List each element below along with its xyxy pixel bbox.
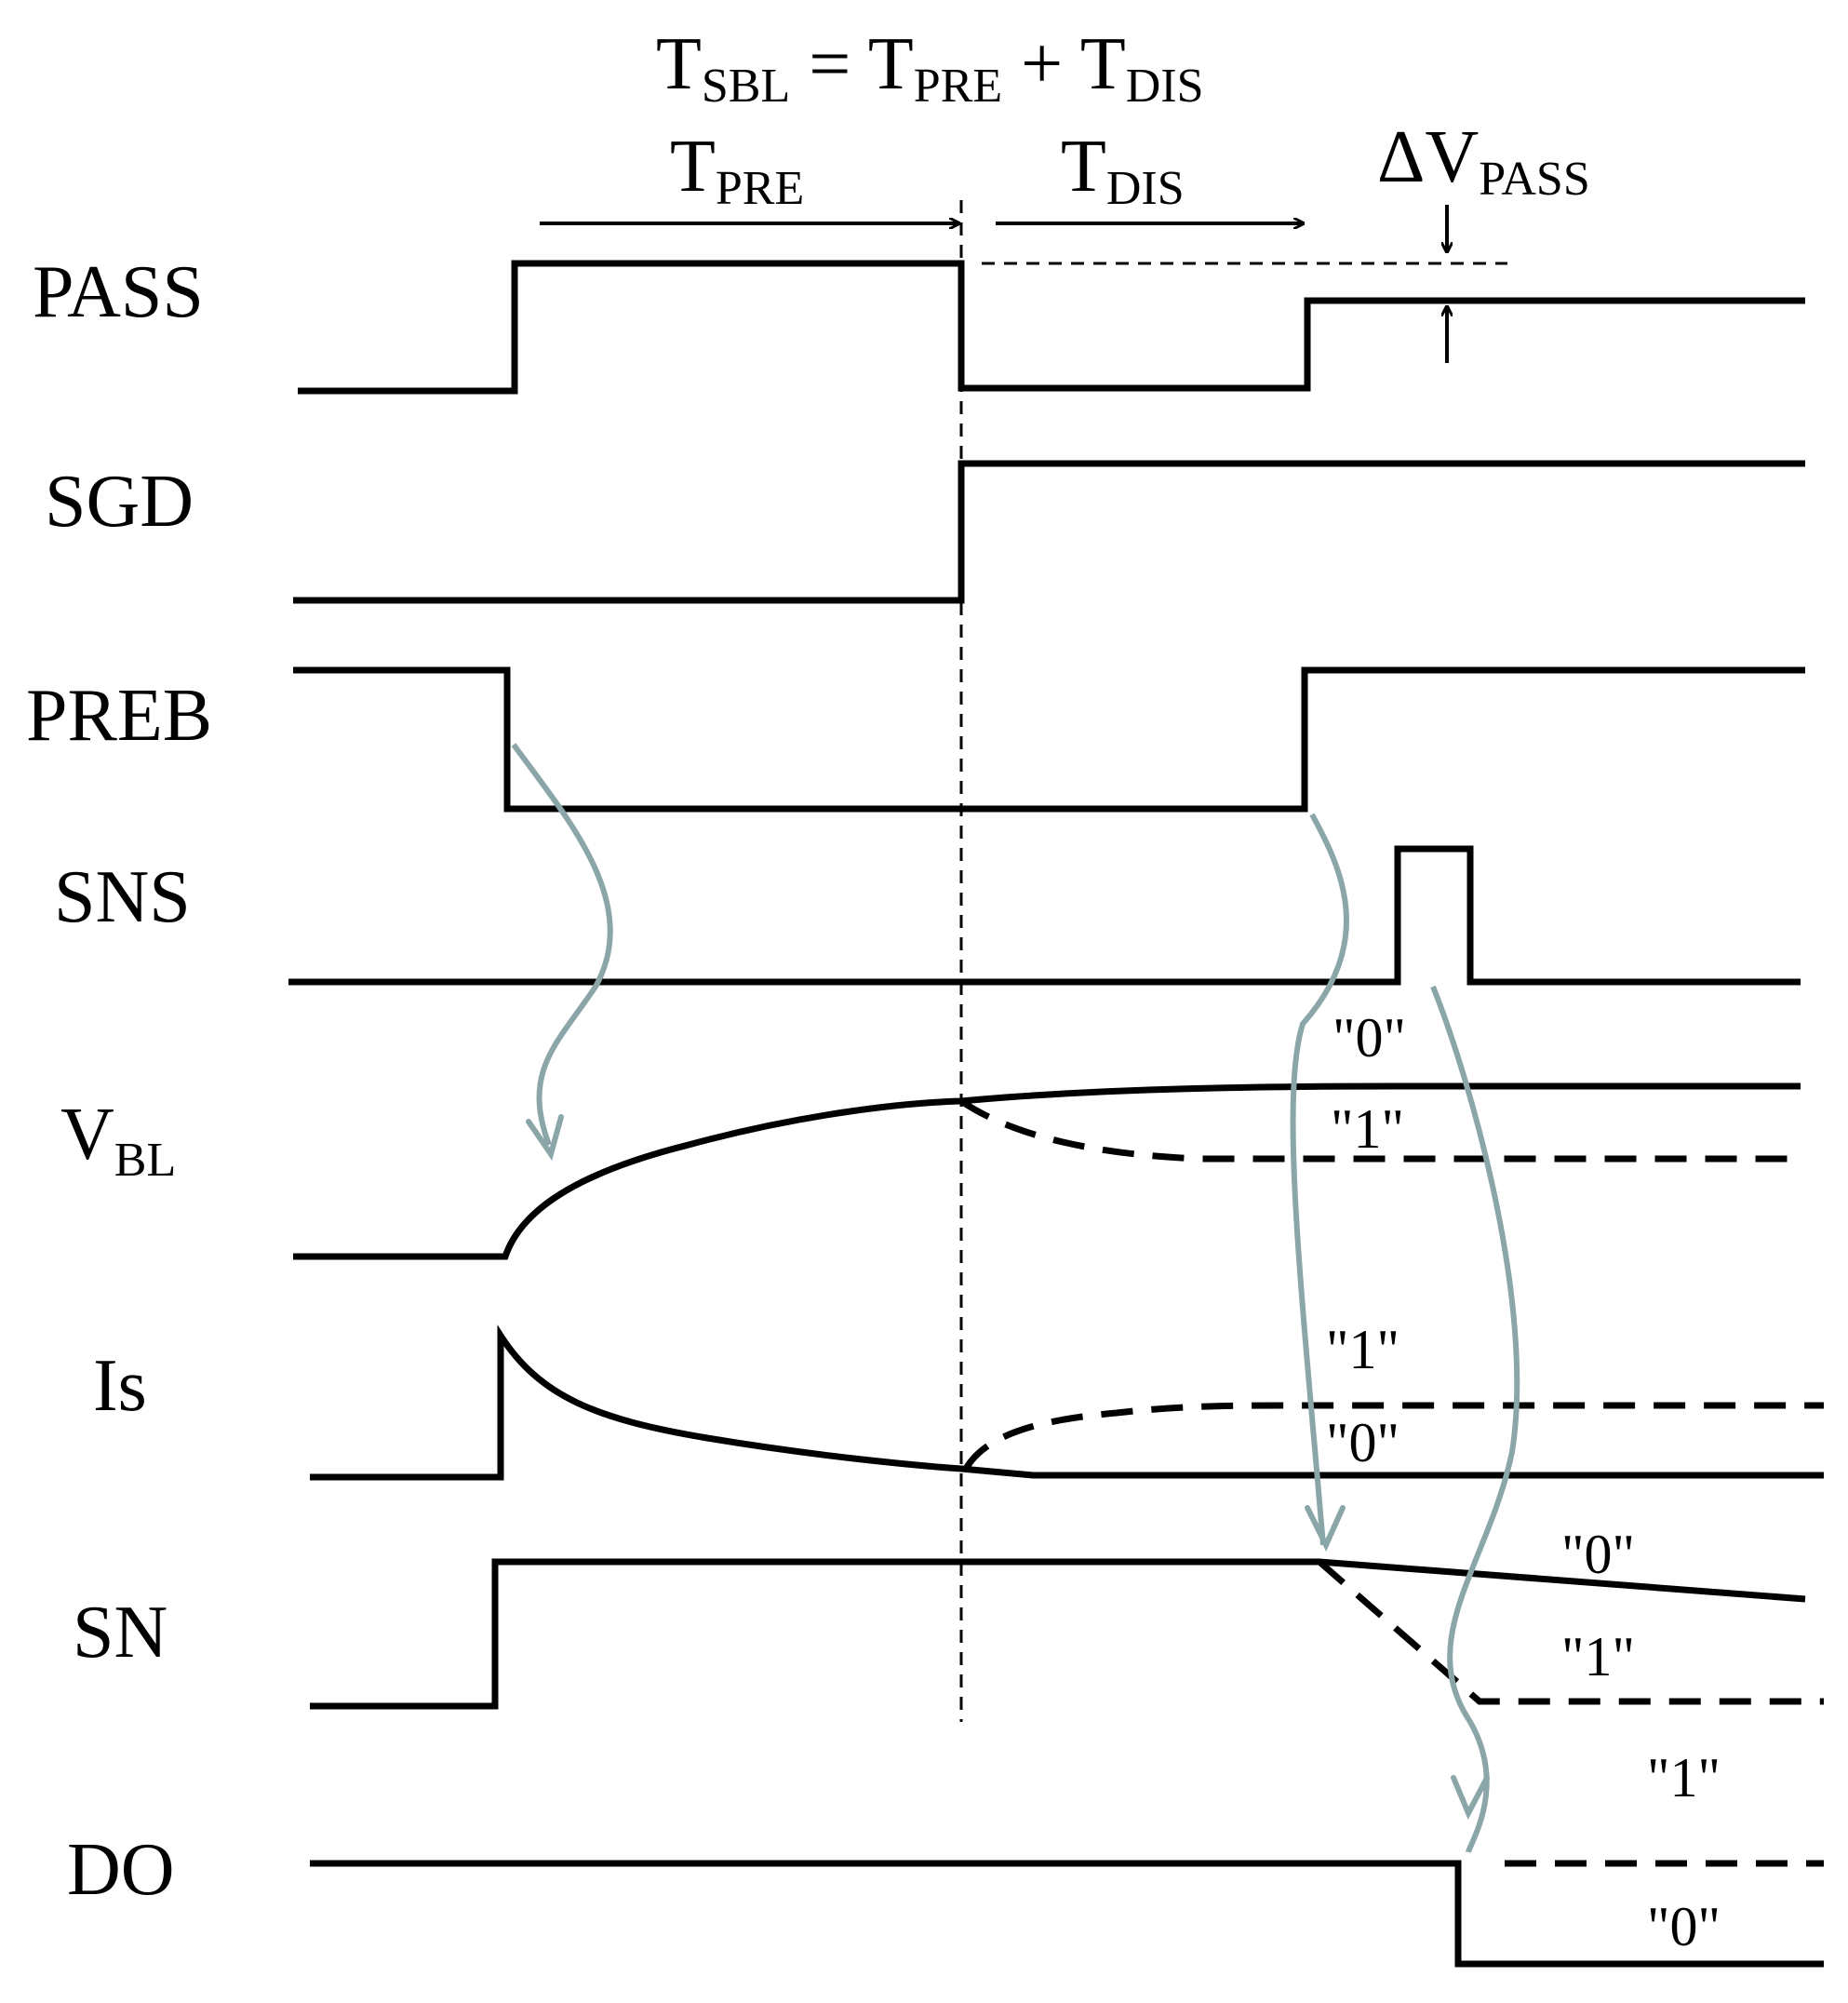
do-zero-annotation: "0" xyxy=(1647,1896,1721,1957)
label-pass: PASS xyxy=(33,251,204,333)
tdis-label: TDIS xyxy=(1061,126,1185,215)
sn-waveform-zero xyxy=(310,1558,1806,1710)
do-one-annotation: "1" xyxy=(1647,1747,1721,1808)
sns-waveform xyxy=(288,845,1801,986)
vbl-main: V xyxy=(60,1094,114,1176)
eq-t3: T xyxy=(1080,23,1126,105)
causal-arrowhead-sn xyxy=(1305,1505,1346,1552)
tpre-main: T xyxy=(670,126,716,208)
vbl-sub: BL xyxy=(114,1134,176,1187)
sn-waveform-one xyxy=(1317,1559,1824,1705)
label-preb: PREB xyxy=(26,675,212,757)
pass-waveform xyxy=(298,260,1805,395)
eq-t2: T xyxy=(868,23,914,105)
is-one-annotation: "1" xyxy=(1326,1319,1399,1380)
causal-arrow-preb-to-sn xyxy=(1290,813,1349,1546)
dvpass-main: ΔV xyxy=(1377,116,1479,198)
tsbl-equation: TSBL = TPRE + TDIS xyxy=(656,23,1204,113)
sn-one-annotation: "1" xyxy=(1561,1626,1635,1687)
do-waveform-zero xyxy=(310,1860,1824,1968)
dvpass-sub: PASS xyxy=(1479,153,1590,206)
preb-waveform xyxy=(293,666,1805,813)
eq-s3: DIS xyxy=(1126,60,1204,113)
label-sgd: SGD xyxy=(45,461,194,543)
sgd-waveform xyxy=(293,460,1805,604)
label-is: Is xyxy=(93,1345,147,1427)
vbl-waveform-zero xyxy=(293,1082,1801,1260)
sn-zero-annotation: "0" xyxy=(1561,1524,1635,1585)
eq-s2: PRE xyxy=(914,60,1002,113)
label-sns: SNS xyxy=(54,856,191,938)
label-vbl: VBL xyxy=(60,1094,176,1187)
causal-arrow-preb-to-vbl xyxy=(511,743,613,1147)
tpre-sub: PRE xyxy=(716,162,804,215)
vbl-zero-annotation: "0" xyxy=(1332,1007,1406,1069)
eq-s1: SBL xyxy=(702,60,790,113)
eq-plus: + xyxy=(1002,23,1080,105)
dvpass-label: ΔVPASS xyxy=(1377,116,1590,206)
causal-arrow-sns-to-do xyxy=(1430,985,1520,1853)
label-sn: SN xyxy=(73,1592,167,1674)
eq-t1: T xyxy=(656,23,702,105)
label-do: DO xyxy=(67,1829,175,1911)
causal-arrowhead-do xyxy=(1451,1775,1490,1821)
tdis-sub: DIS xyxy=(1106,162,1185,215)
vbl-waveform-one xyxy=(959,1098,1801,1163)
tpre-label: TPRE xyxy=(670,126,804,215)
eq-eq: = xyxy=(790,23,868,105)
is-waveform-zero xyxy=(310,1324,1824,1481)
is-waveform-one xyxy=(962,1402,1824,1471)
is-zero-annotation: "0" xyxy=(1326,1412,1399,1473)
causal-arrowhead-vbl xyxy=(526,1114,564,1162)
vbl-one-annotation: "1" xyxy=(1331,1098,1404,1160)
tdis-main: T xyxy=(1061,126,1106,208)
